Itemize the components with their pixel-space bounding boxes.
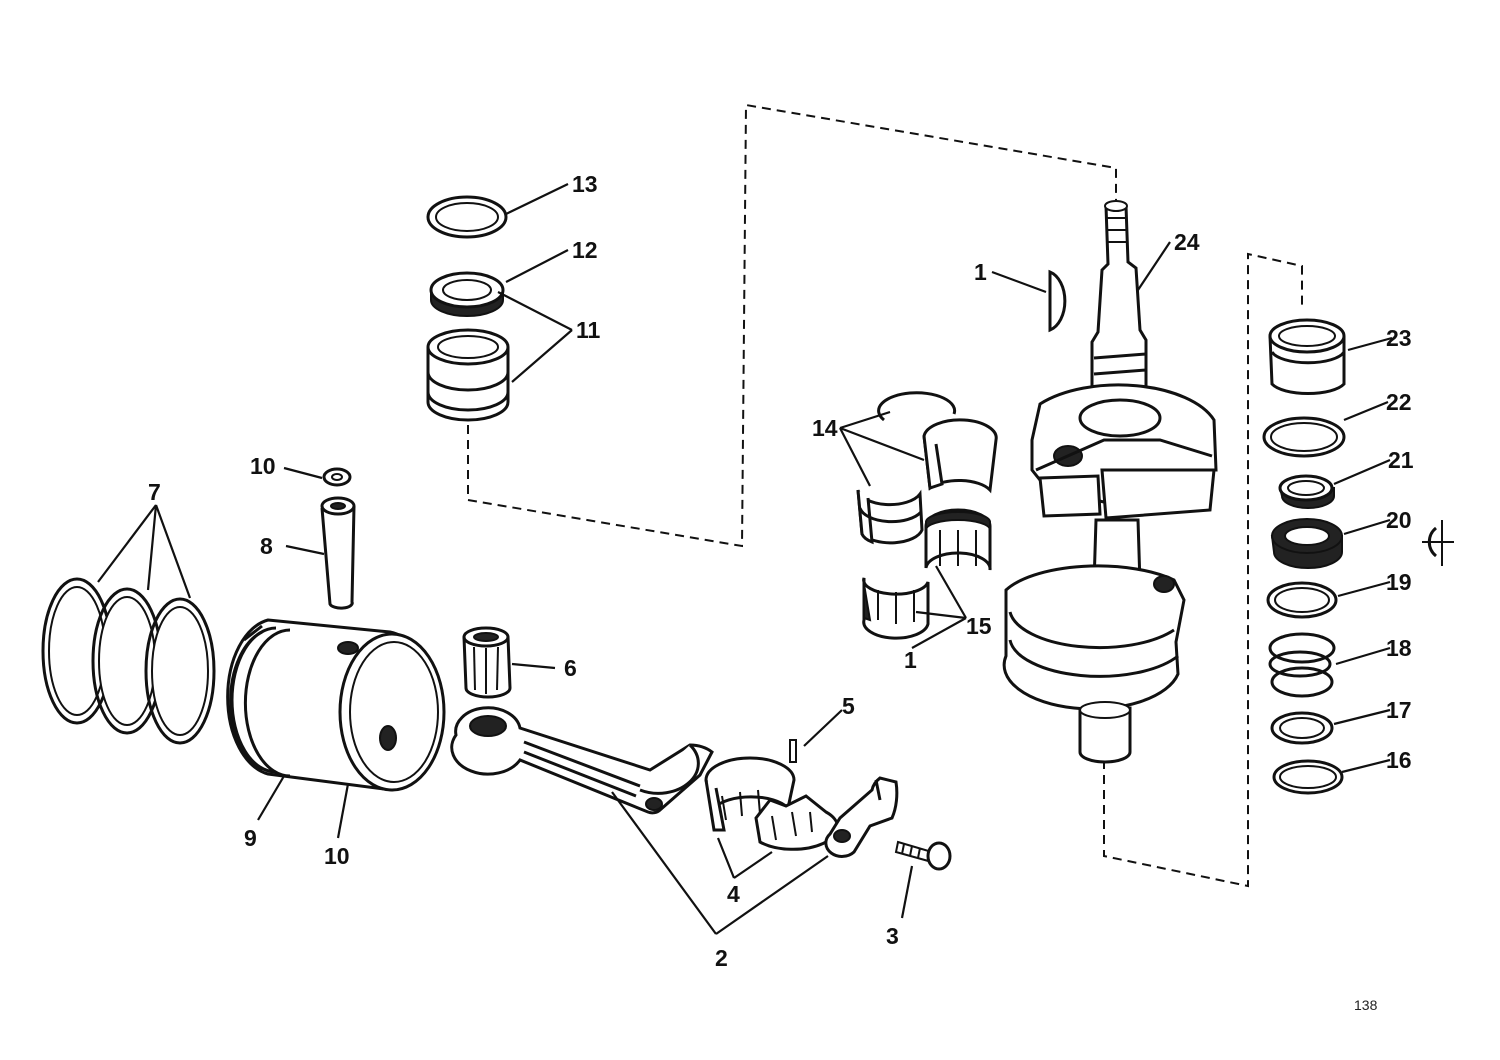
callout-10-bottom: 10 (324, 843, 350, 869)
part-14-retaining-ring (877, 391, 957, 422)
part-12-seal (429, 271, 505, 317)
callout-9: 9 (244, 825, 257, 851)
part-7-piston-rings (41, 577, 216, 745)
centerline-symbol-icon (1422, 520, 1454, 566)
part-20-seal (1270, 518, 1343, 569)
callout-19: 19 (1386, 569, 1412, 595)
part-22-ring (1262, 416, 1346, 458)
callout-7: 7 (148, 479, 161, 505)
part-14-bearing-halves (856, 418, 998, 545)
part-24-crankshaft (1002, 200, 1218, 764)
callout-24: 24 (1174, 229, 1200, 255)
callout-16: 16 (1386, 747, 1412, 773)
part-17-washer (1270, 711, 1334, 745)
part-8-piston-pin (320, 496, 356, 610)
callout-18: 18 (1386, 635, 1412, 661)
callout-1-key: 1 (974, 259, 987, 285)
callout-13: 13 (572, 171, 598, 197)
part-16-retaining-ring (1272, 759, 1344, 795)
part-23-bushing (1268, 318, 1346, 395)
part-13-ring (426, 195, 508, 239)
part-15-bearing-halves (862, 508, 992, 640)
part-10-retainer-top (322, 467, 352, 487)
callout-10-top: 10 (250, 453, 276, 479)
callout-2: 2 (715, 945, 728, 971)
part-4-bearing-halves (704, 756, 840, 851)
callout-labels: 13 12 11 10 7 8 9 10 6 5 4 2 3 24 1 14 1… (148, 171, 1414, 971)
callout-8: 8 (260, 533, 273, 559)
part-1-woodruff-key (1048, 269, 1067, 333)
callout-17: 17 (1386, 697, 1412, 723)
page-number: 138 (1354, 997, 1378, 1013)
assembly-guide-lines (467, 103, 1303, 888)
callout-3: 3 (886, 923, 899, 949)
part-6-needle-bearing (462, 626, 512, 699)
leader-lines (97, 183, 1393, 935)
callout-6: 6 (564, 655, 577, 681)
callout-22: 22 (1386, 389, 1412, 415)
callout-5: 5 (842, 693, 855, 719)
callout-4: 4 (727, 881, 740, 907)
callout-15: 15 (966, 613, 992, 639)
part-11-bearing (426, 328, 510, 422)
part-19-ring (1266, 581, 1338, 619)
callout-21: 21 (1388, 447, 1414, 473)
part-3-screw (894, 840, 952, 871)
part-2-rod-cap (824, 776, 899, 858)
callout-12: 12 (572, 237, 598, 263)
part-5-dowel-pin (789, 739, 797, 763)
callout-20: 20 (1386, 507, 1412, 533)
callout-23: 23 (1386, 325, 1412, 351)
part-2-connecting-rod (450, 706, 714, 815)
part-21-washer (1278, 474, 1335, 509)
part-18-spring (1268, 632, 1336, 698)
callout-14: 14 (812, 415, 838, 441)
callout-11: 11 (576, 317, 601, 343)
callout-1-bearing: 1 (904, 647, 917, 673)
part-9-piston (226, 618, 446, 792)
